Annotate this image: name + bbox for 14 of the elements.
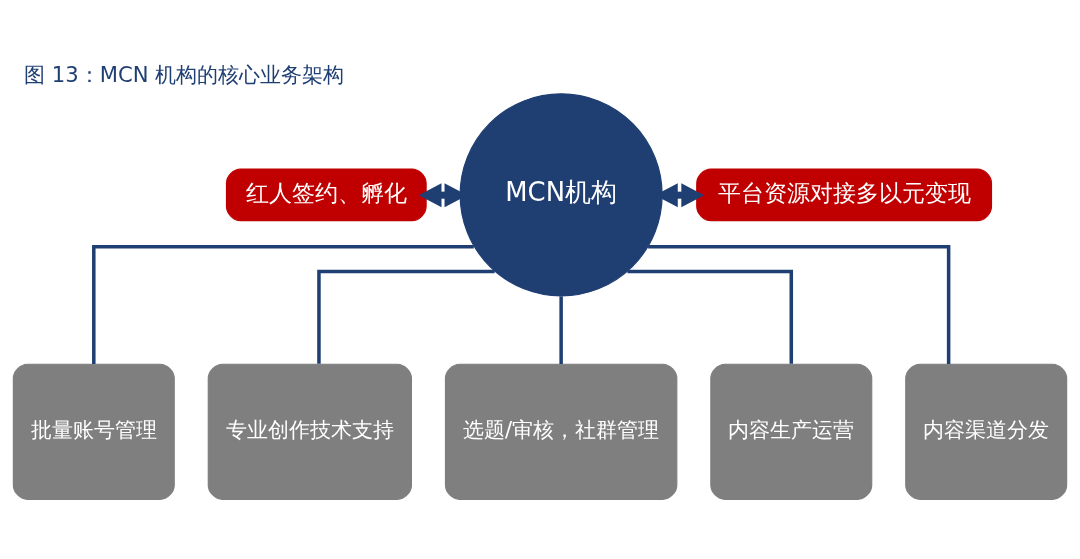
connector xyxy=(648,244,951,364)
diagram-title: 图 13：MCN 机构的核心业务架构 xyxy=(24,61,345,87)
connector xyxy=(317,269,495,364)
connector xyxy=(627,269,794,364)
node-box: 专业创作技术支持 xyxy=(207,363,412,500)
node-box: 红人签约、孵化 xyxy=(225,167,427,221)
node-box: 选题/审核，社群管理 xyxy=(444,363,678,500)
connector xyxy=(92,244,474,364)
node-circle: MCN机构 xyxy=(459,92,663,296)
node-box: 内容渠道分发 xyxy=(905,363,1068,500)
node-box: 平台资源对接多以元变现 xyxy=(696,167,993,221)
connector xyxy=(559,295,563,364)
node-box: 批量账号管理 xyxy=(12,363,175,500)
node-box: 内容生产运营 xyxy=(710,363,873,500)
